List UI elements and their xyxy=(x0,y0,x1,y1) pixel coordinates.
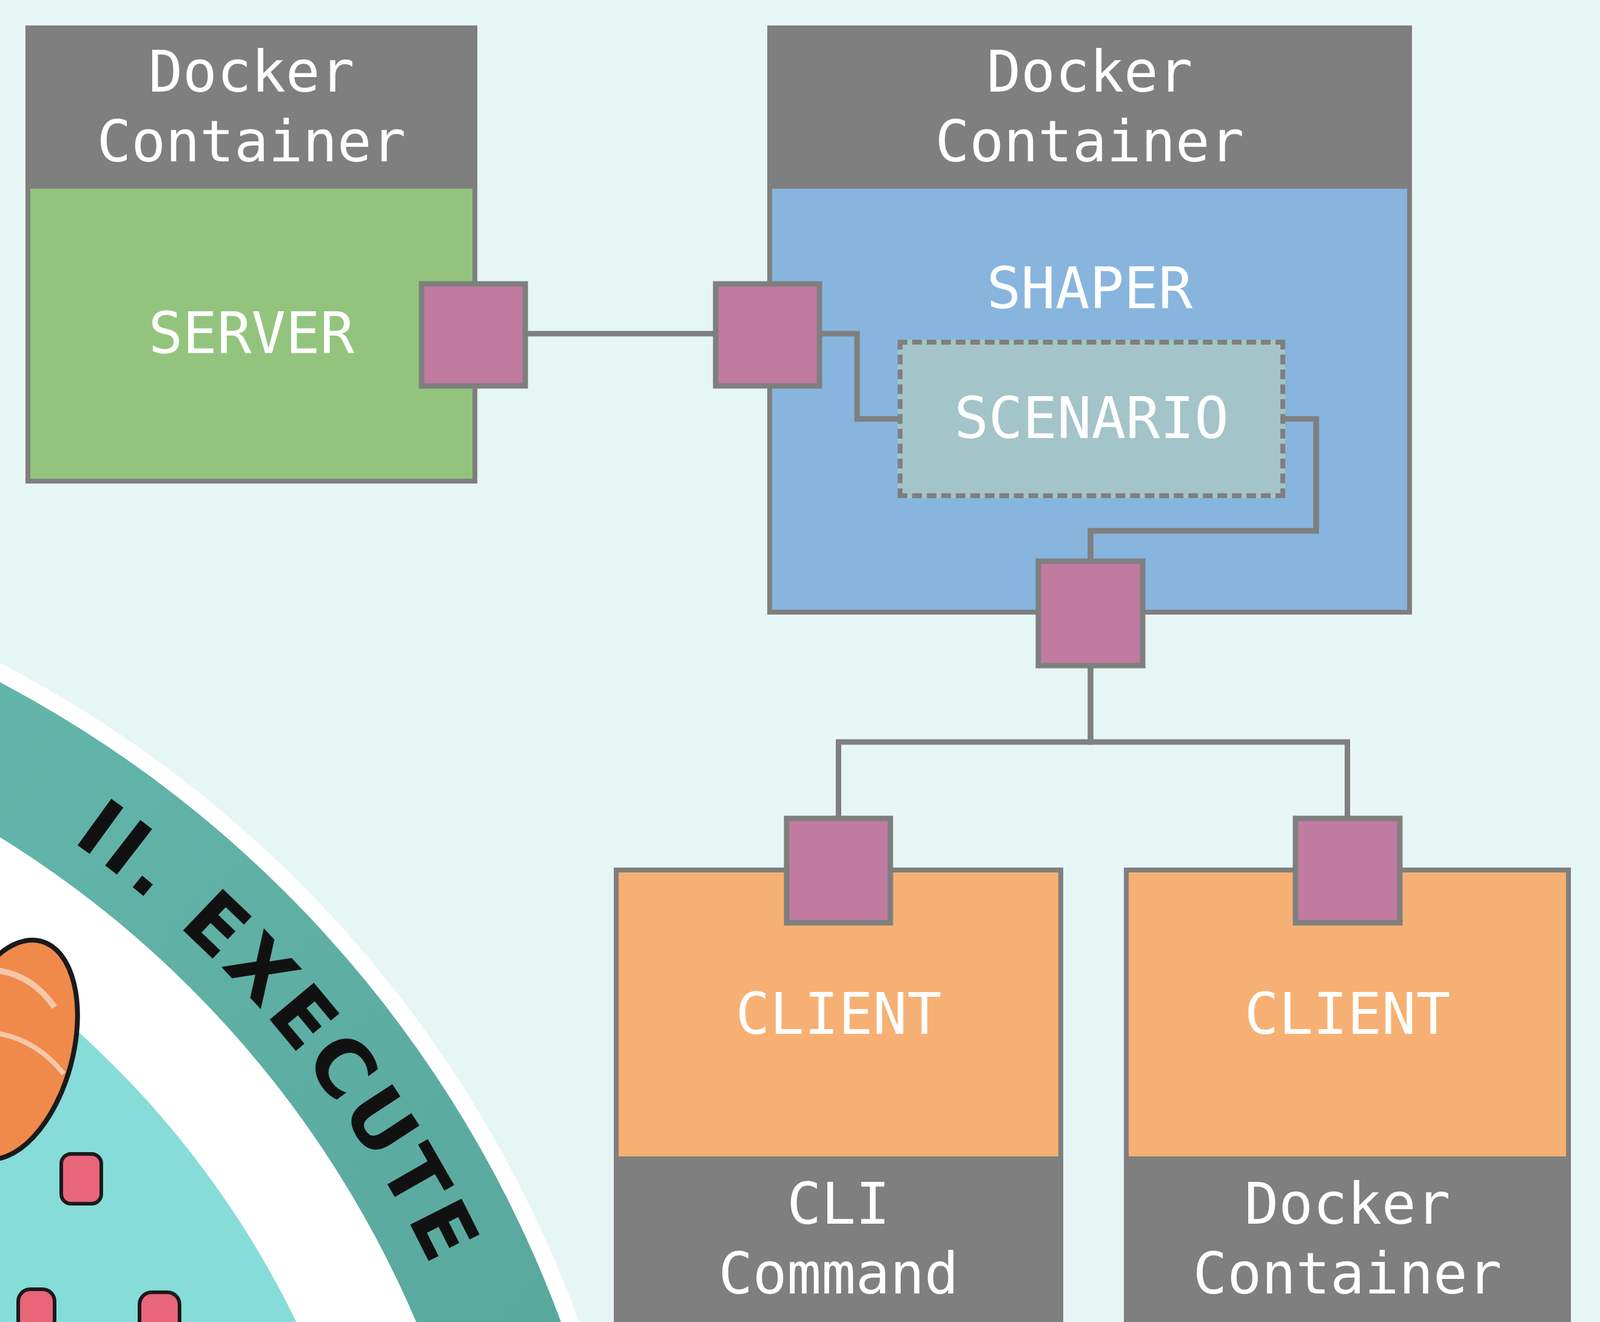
node-label: CLIENT xyxy=(735,979,942,1050)
port-square xyxy=(1295,818,1400,923)
container-box: Docker ContainerSERVER xyxy=(25,25,478,484)
node-label: Docker Container xyxy=(81,37,422,177)
node-label: CLI Command xyxy=(668,1169,1009,1309)
command-box: CLI Command CLIENT xyxy=(613,867,1064,1322)
scenario-box: SCENARIO xyxy=(897,339,1286,498)
node-label: CLIENT xyxy=(1244,979,1451,1050)
node-label: SHAPER xyxy=(986,254,1194,324)
node-label: SERVER xyxy=(148,299,355,369)
svg-text:II. EXECUTE: II. EXECUTE xyxy=(60,781,499,1279)
port-square xyxy=(786,818,891,923)
connector-line xyxy=(472,333,898,420)
connector-line xyxy=(838,419,1317,873)
node-label: Docker Container xyxy=(1177,1169,1518,1309)
container-box: Docker Container CLIENT xyxy=(1123,867,1571,1322)
port-square xyxy=(421,283,526,386)
node-label: SCENARIO xyxy=(954,383,1229,454)
node-label: Docker Container xyxy=(920,37,1260,177)
section-title: II. EXECUTE xyxy=(60,781,499,1279)
port-square xyxy=(715,283,820,386)
server-box: SERVER xyxy=(30,188,473,479)
port-square xyxy=(1038,561,1143,666)
